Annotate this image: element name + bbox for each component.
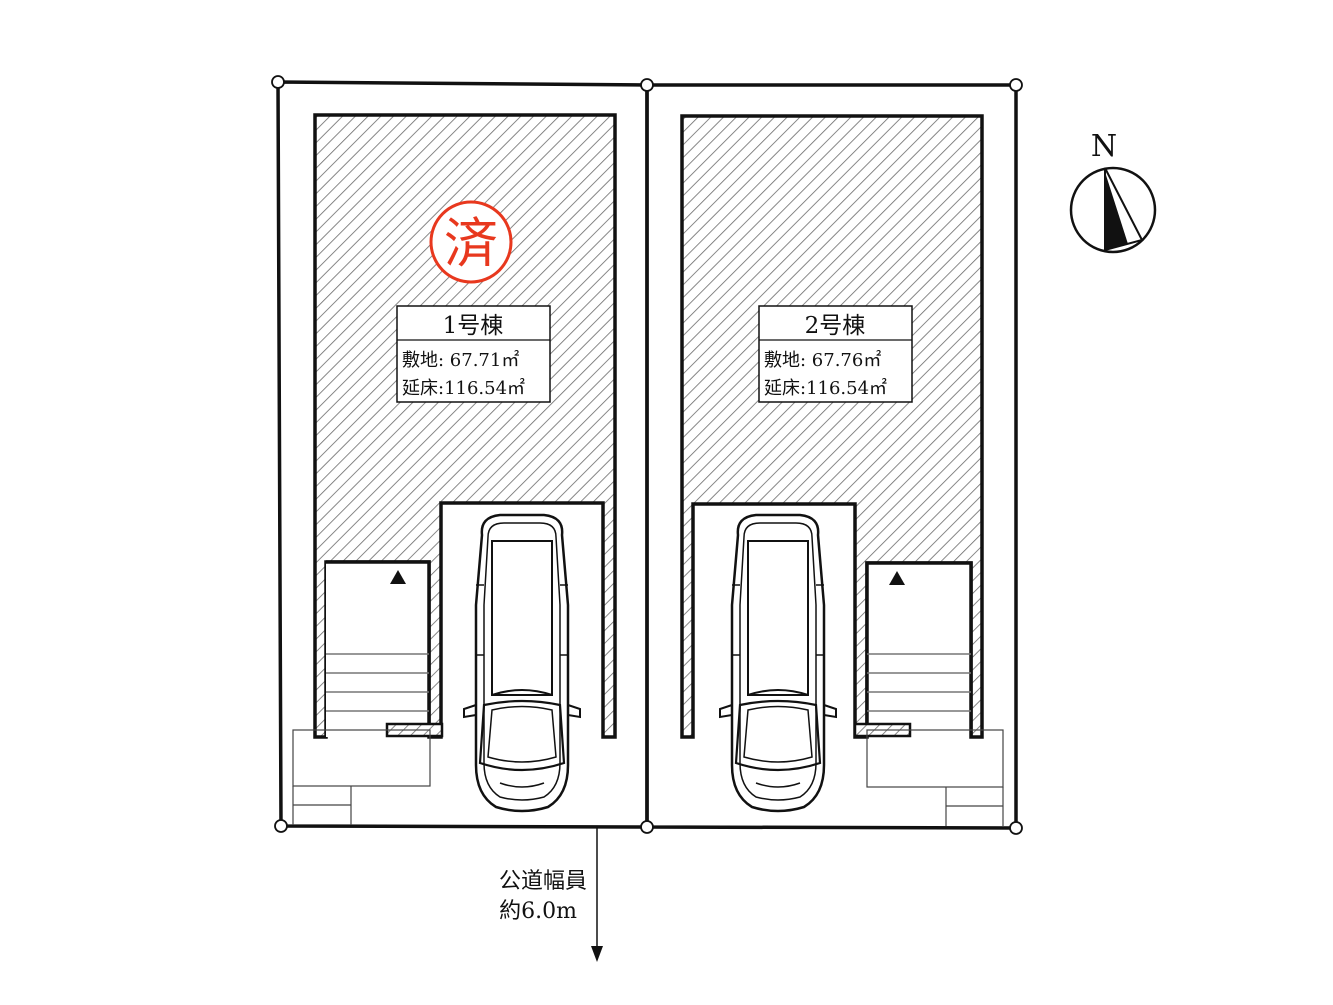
triangle-up-icon	[390, 570, 406, 584]
triangle-up-icon	[889, 571, 905, 585]
car-icon	[718, 513, 838, 813]
front-steps-2	[866, 729, 1004, 826]
compass-label: N	[1091, 129, 1117, 164]
building-2-site-area: 敷地: 67.76㎡	[764, 349, 881, 371]
building-1-floor-area: 延床:116.54㎡	[402, 377, 525, 399]
lot-1: 1号棟 敷地: 67.71㎡ 延床:116.54㎡ 済	[276, 80, 649, 829]
entrance-1	[326, 560, 444, 738]
building-2-name: 2号棟	[805, 313, 866, 339]
boundary-markers	[271, 75, 1023, 835]
building-1-label: 1号棟 敷地: 67.71㎡ 延床:116.54㎡	[396, 305, 551, 403]
building-2-label: 2号棟 敷地: 67.76㎡ 延床:116.54㎡	[758, 305, 913, 403]
front-steps-1	[292, 729, 431, 825]
building-2-floor-area: 延床:116.54㎡	[764, 377, 887, 399]
building-1-name: 1号棟	[443, 313, 504, 339]
entrance-2	[853, 561, 973, 738]
lot-2: 2号棟 敷地: 67.76㎡ 延床:116.54㎡	[645, 83, 1018, 830]
car-icon	[462, 513, 582, 813]
north-arrow-icon: N	[1069, 129, 1157, 254]
arrow-down-icon	[591, 946, 603, 962]
building-1-site-area: 敷地: 67.71㎡	[402, 349, 519, 371]
road-width-value: 約6.0m	[499, 899, 577, 924]
sold-stamp: 済	[429, 200, 513, 284]
road-arrow	[591, 827, 603, 962]
sold-stamp-text: 済	[444, 212, 498, 275]
road-width-label: 公道幅員	[499, 869, 587, 894]
